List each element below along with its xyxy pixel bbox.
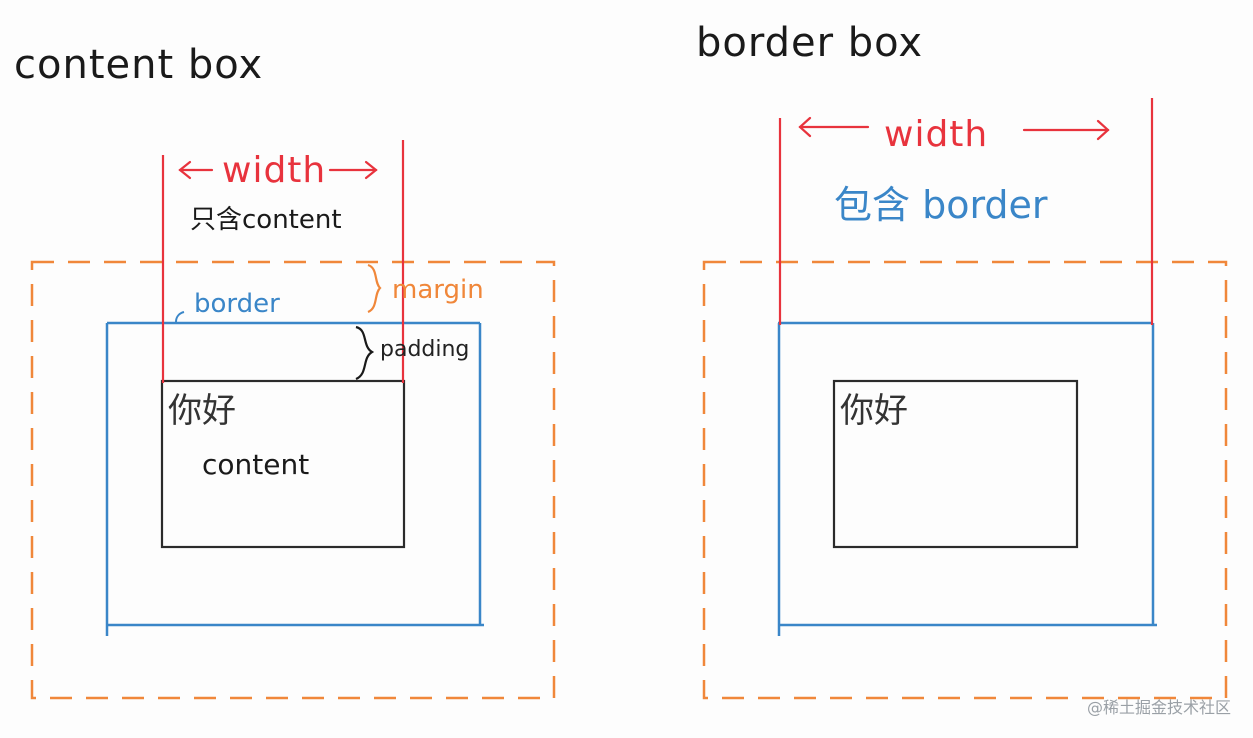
content-box-width-label: width — [222, 150, 326, 191]
padding-label: padding — [380, 337, 469, 362]
width-arrow-right — [798, 116, 1110, 141]
content-area-outline — [160, 379, 406, 549]
margin-outline — [30, 260, 556, 700]
content-box-diagram: content box width 只含content margin borde… — [14, 42, 556, 700]
border-box-title: border box — [696, 20, 923, 66]
border-label: border — [194, 289, 280, 319]
border-box-hello-text: 你好 — [840, 391, 908, 431]
margin-brace — [367, 263, 382, 314]
border-box-width-note: 包含 border — [834, 183, 1048, 227]
content-box-title: content box — [14, 42, 263, 88]
border-pointer — [175, 311, 185, 323]
border-box-diagram: border box width 包含 border 你好 — [696, 20, 1228, 700]
content-area-outline-right — [832, 379, 1079, 549]
content-box-hello-text: 你好 — [168, 391, 236, 431]
margin-label: margin — [392, 275, 484, 305]
content-area-label: content — [202, 448, 309, 481]
border-box-width-label: width — [884, 114, 988, 155]
watermark: @稀土掘金技术社区 — [1086, 698, 1231, 717]
padding-brace — [355, 325, 375, 381]
width-arrow — [178, 160, 378, 180]
content-box-width-note: 只含content — [190, 205, 342, 235]
margin-outline-right — [702, 260, 1228, 700]
